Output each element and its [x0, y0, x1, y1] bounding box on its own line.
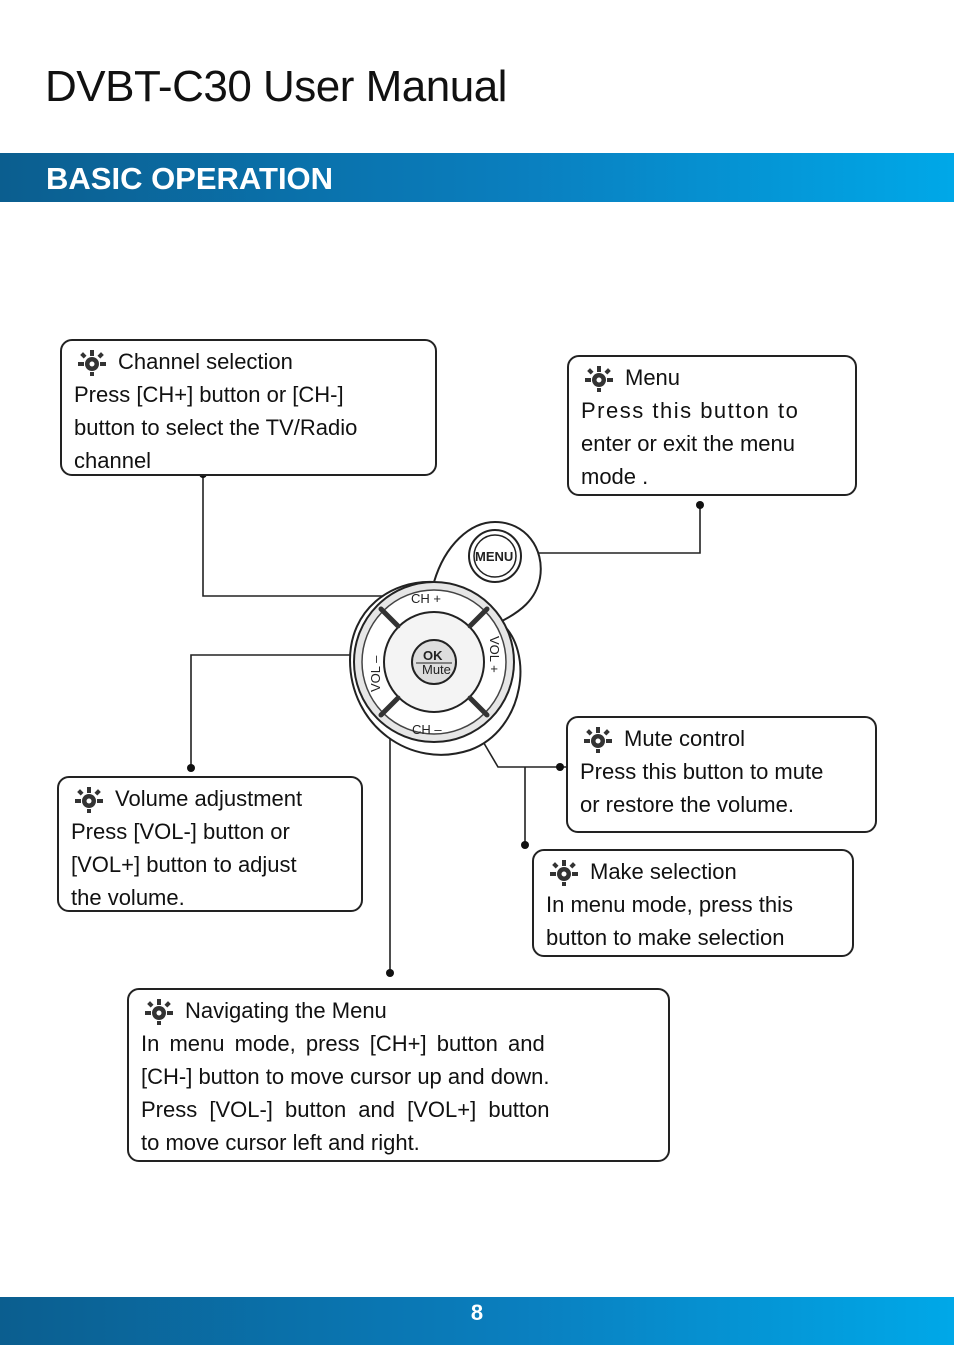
callout-channel-selection: Channel selection Press [CH+] button or … — [60, 339, 437, 476]
gear-icon — [141, 997, 177, 1025]
menu-button[interactable]: MENU — [475, 549, 513, 564]
remote-shell — [348, 520, 542, 756]
gear-icon — [546, 858, 582, 886]
vol-plus-button[interactable]: VOL + — [487, 636, 502, 673]
callout-line: button to make selection — [546, 925, 785, 950]
callout-line: Press [CH+] button or [CH-] — [74, 382, 344, 407]
callout-line: [VOL+] button to adjust — [71, 852, 297, 877]
footer-bar: 8 — [0, 1297, 954, 1345]
callout-line: mode . — [581, 464, 649, 489]
ch-minus-button[interactable]: CH – — [412, 722, 442, 737]
callout-line: [CH-] button to move cursor up and down. — [141, 1064, 550, 1089]
callout-line: the volume. — [71, 885, 185, 910]
callout-line: Press [VOL-] button and [VOL+] button — [141, 1097, 550, 1122]
callout-line: In menu mode, press this — [546, 892, 794, 917]
callout-make-selection: Make selection In menu mode, press this … — [532, 849, 854, 957]
gear-icon — [71, 785, 107, 813]
page-number: 8 — [470, 1300, 484, 1325]
callout-title: Volume adjustment — [115, 786, 303, 811]
callout-mute-control: Mute control Press this button to mute o… — [566, 716, 877, 833]
ch-plus-button[interactable]: CH + — [411, 591, 441, 606]
vol-minus-button[interactable]: VOL – — [368, 655, 383, 692]
page-title: DVBT-C30 User Manual — [45, 62, 507, 111]
callout-line: Press [VOL-] button or — [71, 819, 290, 844]
callout-line: to move cursor left and right. — [141, 1130, 420, 1155]
section-header-bar: BASIC OPERATION — [0, 153, 954, 202]
callout-menu: Menu Press this button to enter or exit … — [567, 355, 857, 496]
callout-title: Navigating the Menu — [185, 998, 387, 1023]
gear-icon — [74, 348, 110, 376]
ok-button[interactable]: OK — [423, 648, 443, 663]
callout-line: In menu mode, press [CH+] button and — [141, 1031, 545, 1056]
callout-line: Press this button to mute — [580, 759, 824, 784]
callout-title: Channel selection — [118, 349, 293, 374]
callout-line: channel — [74, 448, 152, 473]
callout-line: or restore the volume. — [580, 792, 794, 817]
mute-button[interactable]: Mute — [422, 662, 451, 677]
callout-title: Menu — [625, 365, 681, 390]
callout-line: button to select the TV/Radio — [74, 415, 358, 440]
gear-icon — [581, 364, 617, 392]
callout-volume-adjustment: Volume adjustment Press [VOL-] button or… — [57, 776, 363, 912]
section-title: BASIC OPERATION — [46, 161, 334, 196]
gear-icon — [580, 725, 616, 753]
callout-title: Mute control — [624, 726, 746, 751]
callout-navigating-menu: Navigating the Menu In menu mode, press … — [127, 988, 670, 1162]
callout-title: Make selection — [590, 859, 737, 884]
callout-line: enter or exit the menu — [581, 431, 796, 456]
callout-line: Press this button to — [581, 398, 800, 423]
